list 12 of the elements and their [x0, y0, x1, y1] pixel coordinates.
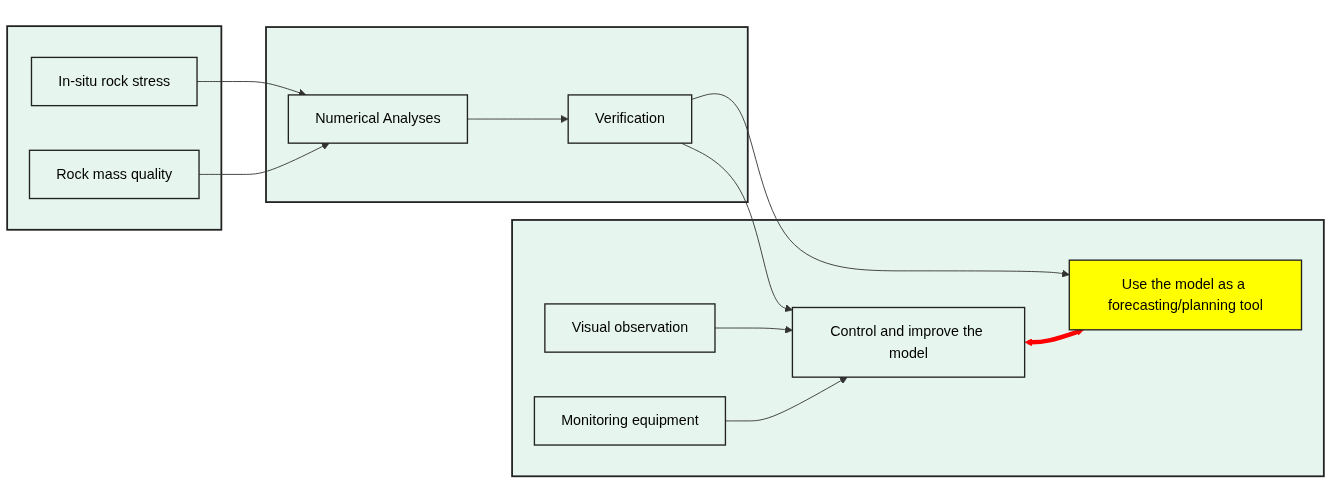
cluster	[511, 218, 1325, 477]
arrow	[1024, 328, 1084, 347]
node-box: Rock mass quality	[28, 149, 200, 199]
node-box: Verification	[567, 94, 693, 144]
cluster	[265, 25, 749, 203]
node-box: Use the model as a forecasting/planning tool	[1068, 259, 1303, 331]
node-box: Visual observation	[544, 303, 716, 353]
node-box: Control and improve the model	[791, 306, 1026, 378]
cluster	[6, 25, 223, 231]
node-box: In-situ rock stress	[30, 56, 198, 107]
node-box: Monitoring equipment	[533, 395, 727, 446]
node-box: Numerical Analyses	[287, 94, 469, 144]
